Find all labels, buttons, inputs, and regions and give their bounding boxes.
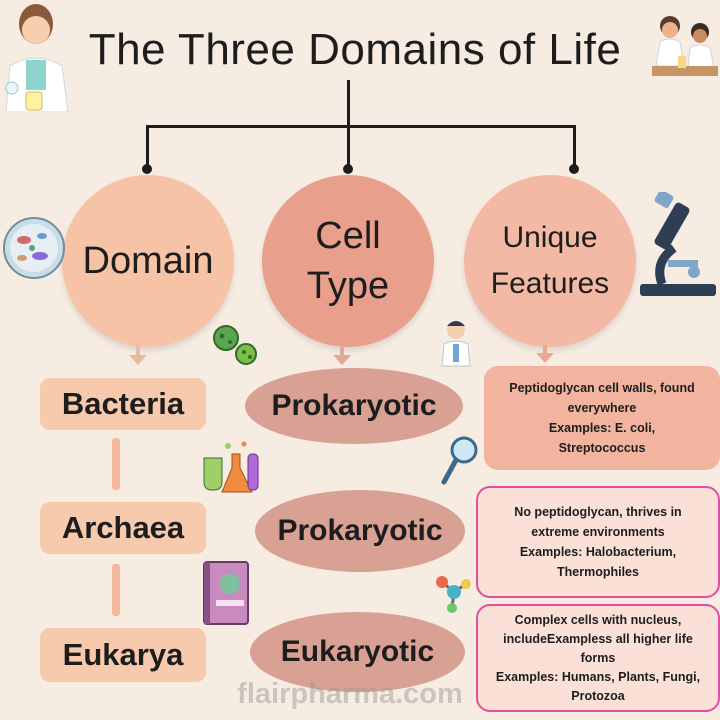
header-domain: Domain xyxy=(62,175,234,347)
feature-line: includeExampless all higher life xyxy=(503,631,693,646)
feature-line: Examples: E. coli, xyxy=(548,421,656,435)
connector-middle xyxy=(347,125,350,169)
header-domain-label: Domain xyxy=(82,239,214,282)
domain-eukarya: Eukarya xyxy=(40,628,206,682)
feature-line: Examples: Halobacterium, xyxy=(519,545,677,559)
domain-connector xyxy=(112,564,120,616)
cell-type-bacteria: Prokaryotic xyxy=(245,368,463,444)
cell-type-archaea: Prokaryotic xyxy=(255,490,465,572)
connector-vertical xyxy=(347,80,350,127)
feature-line: Streptococcus xyxy=(558,441,646,455)
arrow-features-head xyxy=(536,353,554,363)
magnifier-icon xyxy=(441,436,478,485)
feature-line: Examples: Humans, Plants, Fungi, xyxy=(495,669,701,684)
connector-left xyxy=(146,125,149,169)
domain-bacteria: Bacteria xyxy=(40,378,206,430)
feature-line: forms xyxy=(580,650,616,665)
domain-archaea: Archaea xyxy=(40,502,206,554)
feature-line: Protozoa xyxy=(571,688,625,703)
connector-dot xyxy=(569,164,579,174)
doctor-icon xyxy=(441,321,471,367)
connector-right xyxy=(573,125,576,169)
header-unique-features: Unique Features xyxy=(464,175,636,347)
arrow-features xyxy=(543,345,547,355)
scientist-icon xyxy=(5,4,69,112)
page-title: The Three Domains of Life xyxy=(88,25,622,74)
feature-line: Peptidoglycan cell walls, found xyxy=(509,381,695,395)
connector-dot xyxy=(142,164,152,174)
connector-dot xyxy=(343,164,353,174)
feature-line: Complex cells with nucleus, xyxy=(514,612,682,627)
features-eukarya: Complex cells with nucleus, includeExamp… xyxy=(476,604,720,712)
domain-connector xyxy=(112,438,120,490)
features-archaea: No peptidoglycan, thrives in extreme env… xyxy=(476,486,720,598)
header-unique-line2: Features xyxy=(490,267,610,300)
arrow-domain-head xyxy=(129,355,147,365)
germs-icon xyxy=(213,325,257,365)
lab-flasks-icon xyxy=(203,441,259,493)
arrow-cell-type-head xyxy=(333,355,351,365)
features-bacteria: Peptidoglycan cell walls, found everywhe… xyxy=(484,366,720,470)
molecule-icon xyxy=(436,576,471,613)
watermark: flairpharma.com xyxy=(237,677,463,710)
feature-line: extreme environments xyxy=(531,525,665,539)
header-cell-type-line2: Type xyxy=(306,265,390,307)
header-cell-type: Cell Type xyxy=(262,175,434,347)
connector-horizontal xyxy=(146,125,576,128)
bacteria-petri-icon xyxy=(3,217,65,279)
feature-line: No peptidoglycan, thrives in xyxy=(514,505,682,519)
cell-type-eukarya: Eukaryotic xyxy=(250,612,465,692)
arrow-domain xyxy=(136,345,140,357)
header-unique-line1: Unique xyxy=(502,221,598,254)
lab-team-icon xyxy=(652,16,718,76)
science-book-icon xyxy=(203,561,249,625)
microscope-icon xyxy=(640,192,716,296)
arrow-cell-type xyxy=(340,345,344,357)
feature-line: Thermophiles xyxy=(557,565,639,579)
header-cell-type-line1: Cell xyxy=(315,215,381,257)
feature-line: everywhere xyxy=(567,401,637,415)
